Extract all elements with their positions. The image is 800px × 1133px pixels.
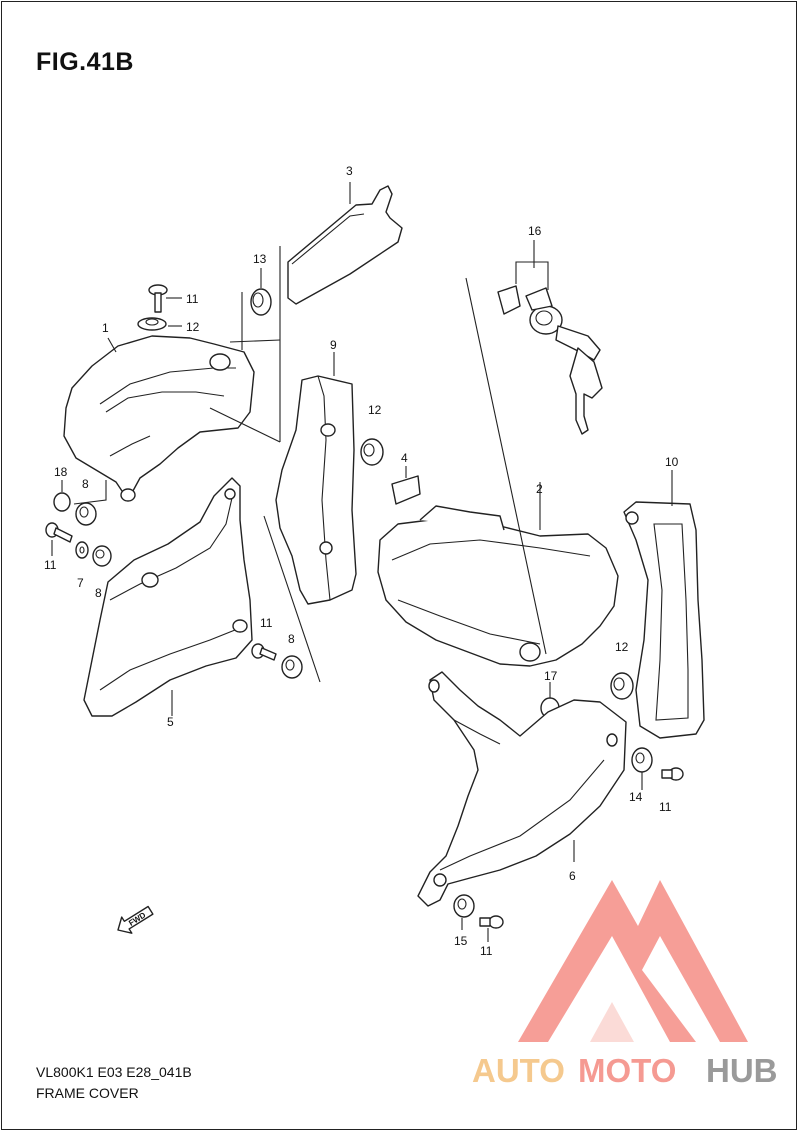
part-10-bracket xyxy=(623,470,705,739)
callout-15: 15 xyxy=(454,934,468,948)
callout-11-right: 11 xyxy=(659,800,672,814)
model-code: VL800K1 E03 E28_041B xyxy=(36,1064,192,1080)
callout-8-b: 8 xyxy=(95,586,102,600)
part-1-left-frame-cover xyxy=(63,335,255,502)
svg-text:AUTO: AUTO xyxy=(472,1052,565,1089)
part-14-grommet xyxy=(631,747,653,790)
part-16-lock-set xyxy=(497,240,603,435)
watermark-logo-icon xyxy=(518,880,748,1042)
callout-1: 1 xyxy=(102,321,109,335)
part-12-grommet-right xyxy=(610,672,634,700)
part-12-grommet-middle xyxy=(360,438,384,466)
part-15-grommet xyxy=(453,894,475,930)
part-8-grommet-a xyxy=(75,502,97,526)
section-name: FRAME COVER xyxy=(36,1085,139,1101)
part-13-grommet xyxy=(250,268,272,316)
callout-18: 18 xyxy=(54,465,68,479)
callout-2: 2 xyxy=(536,482,543,496)
callout-13: 13 xyxy=(253,252,267,266)
part-5-lower-left-cover xyxy=(83,477,253,717)
callout-17: 17 xyxy=(544,669,558,683)
callout-5: 5 xyxy=(167,715,174,729)
callout-6: 6 xyxy=(569,869,576,883)
callout-16: 16 xyxy=(528,224,542,238)
part-11-screw-top xyxy=(148,284,182,313)
part-11-screw-middle xyxy=(251,643,277,661)
fwd-arrow-icon: FWD xyxy=(117,905,154,934)
callout-11-top: 11 xyxy=(186,292,199,306)
part-7-washer xyxy=(75,541,89,559)
part-9-bracket xyxy=(275,352,357,605)
part-18-nut xyxy=(53,480,71,512)
part-4-pad xyxy=(391,466,421,505)
callout-4: 4 xyxy=(401,451,408,465)
svg-text:HUB: HUB xyxy=(706,1052,778,1089)
part-6-lower-right-cover xyxy=(417,671,627,907)
callout-8-a: 8 xyxy=(82,477,89,491)
part-3-bracket xyxy=(287,182,403,305)
callout-12-top: 12 xyxy=(186,320,200,334)
callout-10: 10 xyxy=(665,455,679,469)
part-11-screw-left xyxy=(45,522,73,556)
part-8-grommet-c xyxy=(281,655,303,679)
callout-3: 3 xyxy=(346,164,353,178)
callout-14: 14 xyxy=(629,790,643,804)
figure-title: FIG.41B xyxy=(36,48,134,76)
callout-8-c: 8 xyxy=(288,632,295,646)
callout-12-right: 12 xyxy=(615,640,629,654)
callout-11-left: 11 xyxy=(44,558,57,572)
part-11-screw-bottom xyxy=(479,915,504,942)
part-2-right-frame-cover xyxy=(377,482,619,667)
callout-labels: 3 16 13 11 12 1 9 12 4 10 18 8 2 11 7 8 … xyxy=(44,164,679,958)
part-11-screw-right xyxy=(661,767,684,781)
svg-text:MOTO: MOTO xyxy=(578,1052,676,1089)
part-12-grommet-top xyxy=(137,317,182,331)
callout-12-middle: 12 xyxy=(368,403,382,417)
watermark-wordmark: AUTO MOTO HUB xyxy=(472,1052,778,1089)
leader-lines xyxy=(73,246,547,683)
callout-11-middle: 11 xyxy=(260,616,273,630)
callout-7: 7 xyxy=(77,576,84,590)
part-8-grommet-b xyxy=(92,545,112,567)
callout-11-bottom: 11 xyxy=(480,944,493,958)
callout-9: 9 xyxy=(330,338,337,352)
